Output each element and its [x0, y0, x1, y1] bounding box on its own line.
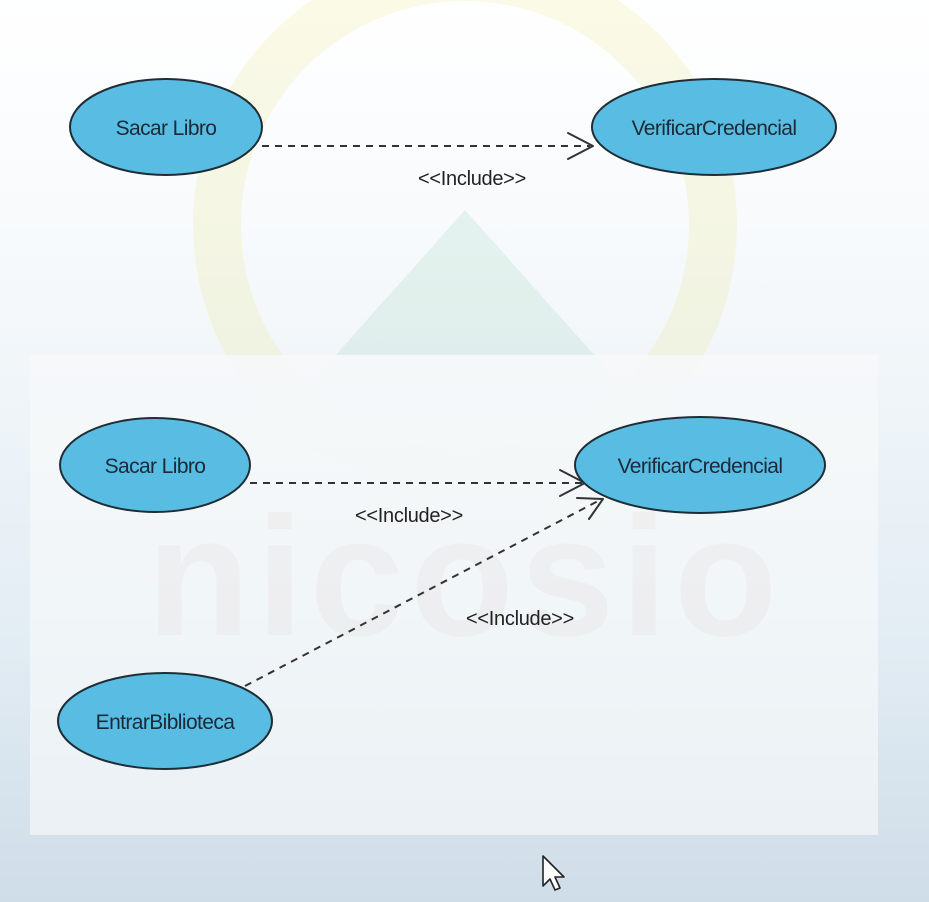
use-case-label: Sacar Libro [116, 117, 217, 140]
use-case-verificar-credencial-1[interactable]: VerificarCredencial [591, 78, 837, 176]
use-case-sacar-libro-1[interactable]: Sacar Libro [69, 78, 263, 176]
use-case-label: EntrarBiblioteca [96, 711, 236, 734]
use-case-label: VerificarCredencial [632, 117, 797, 140]
mouse-pointer-icon [542, 855, 565, 891]
include-relation-3 [244, 497, 604, 687]
use-case-sacar-libro-2[interactable]: Sacar Libro [59, 417, 251, 513]
use-case-entrar-biblioteca[interactable]: EntrarBiblioteca [57, 672, 273, 770]
include-label-2: <<Include>> [355, 505, 463, 527]
include-label-3: <<Include>> [466, 608, 574, 630]
include-label-1: <<Include>> [418, 168, 526, 190]
use-case-verificar-credencial-2[interactable]: VerificarCredencial [574, 416, 826, 514]
include-relation-1 [262, 132, 594, 160]
use-case-label: Sacar Libro [105, 455, 206, 478]
use-case-label: VerificarCredencial [618, 455, 783, 478]
